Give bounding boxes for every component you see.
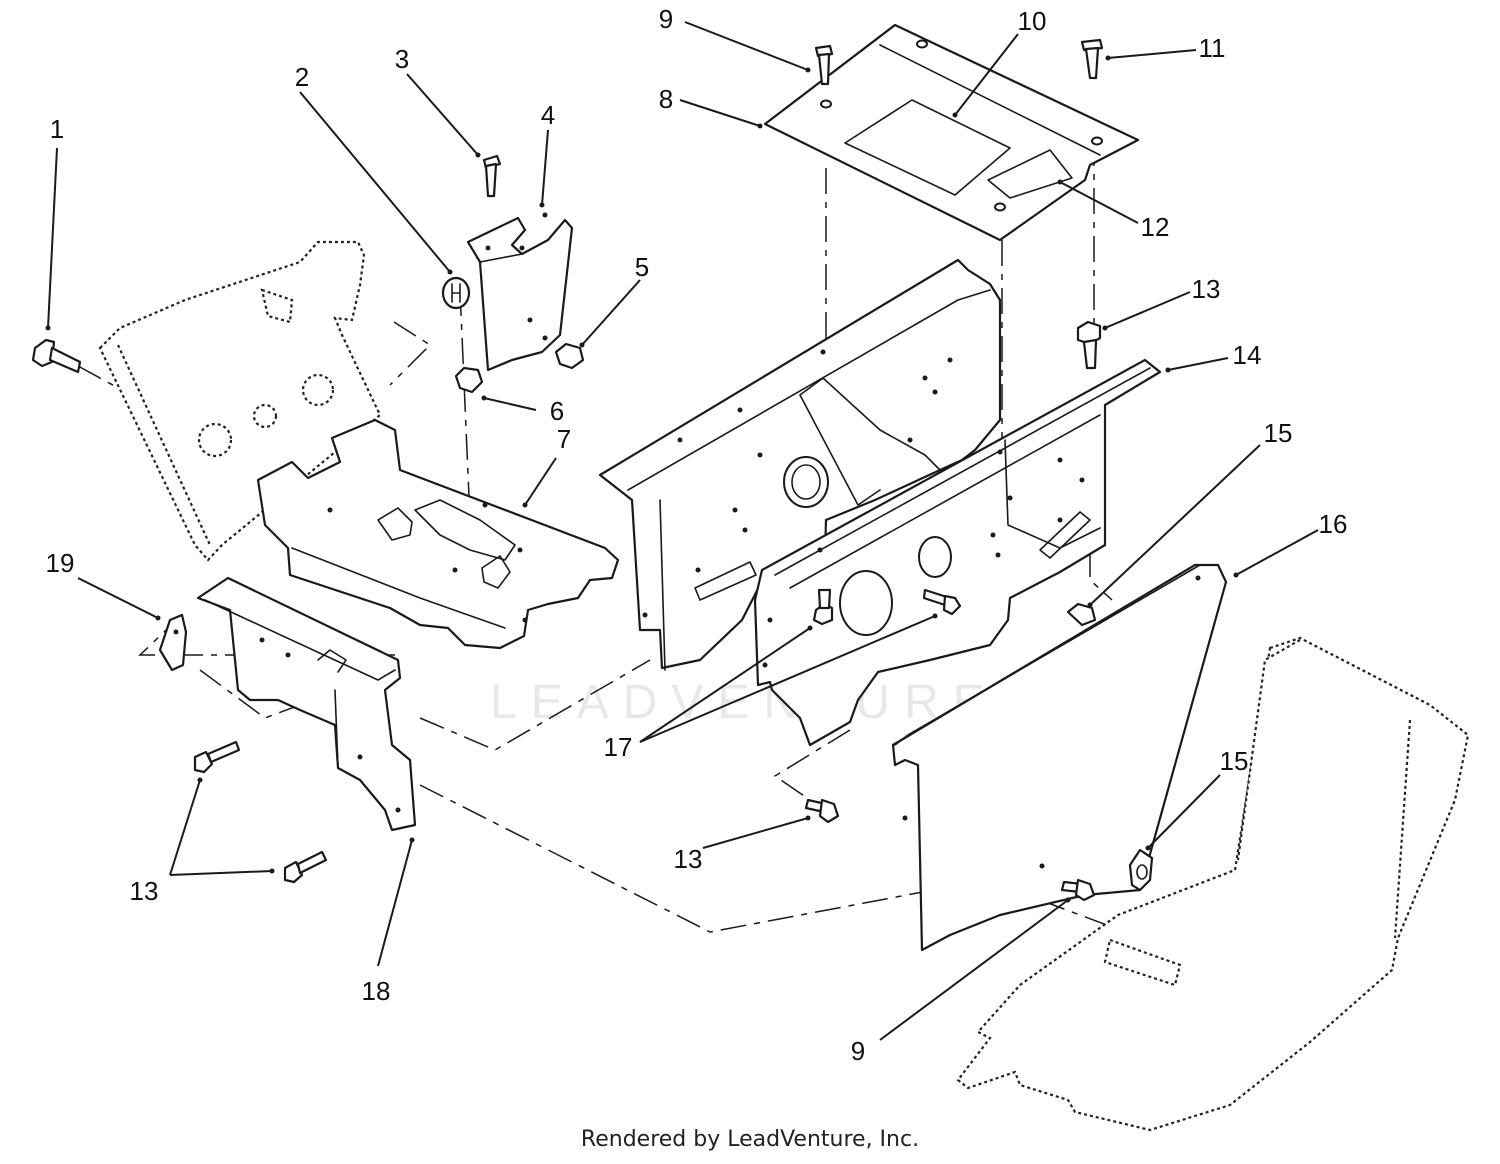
part-19-clip	[158, 613, 188, 672]
callout-12: 12	[1141, 212, 1170, 242]
callout-17: 17	[604, 732, 633, 762]
callout-labels: 1 2 3 4 5 6 7 8 9 10 11 12 13 14 15 16 1…	[46, 4, 1348, 1066]
callout-4: 4	[541, 100, 555, 130]
base-plate-slot	[414, 499, 516, 561]
part-8-cover-plate	[763, 23, 1140, 242]
part-4-bracket	[466, 212, 574, 372]
part-9-screw-upper	[814, 44, 834, 86]
callout-13-lower: 13	[130, 876, 159, 906]
ghost-edge	[1236, 639, 1301, 861]
footer-credit: Rendered by LeadVenture, Inc.	[580, 1127, 920, 1152]
part-17-bolt-right	[922, 588, 962, 616]
part-15-clip-lower	[1128, 848, 1154, 892]
callout-1: 1	[50, 114, 64, 144]
callout-16: 16	[1319, 509, 1348, 539]
ghost-side-plate-right	[956, 636, 1470, 1132]
ghost-edge	[1393, 719, 1412, 939]
fasteners	[31, 38, 1104, 902]
alignment-line	[1089, 455, 1113, 601]
base-plate-tab	[481, 555, 511, 589]
part-15-clip-upper	[1066, 602, 1097, 627]
callout-7: 7	[557, 424, 571, 454]
callout-11: 11	[1199, 33, 1226, 63]
part-1-bolt	[31, 338, 82, 374]
watermark-text: LEADVENTURE	[490, 676, 999, 729]
callout-13-upper: 13	[1192, 274, 1221, 304]
part-11-screw	[1080, 38, 1104, 80]
alignment-line	[419, 659, 651, 751]
ghost-hole	[197, 422, 233, 458]
callout-15-lower: 15	[1220, 746, 1249, 776]
callout-8: 8	[659, 84, 673, 114]
ghost-edge	[117, 344, 211, 546]
callout-5: 5	[635, 252, 649, 282]
callout-9-lower: 9	[851, 1036, 865, 1066]
alignment-line	[773, 729, 851, 801]
leader-lines	[45, 21, 1319, 1041]
callout-13-middle: 13	[674, 844, 703, 874]
part-2-plug	[441, 276, 471, 310]
part-5-nut	[554, 342, 585, 370]
callout-15-upper: 15	[1264, 418, 1293, 448]
part-13-bolt-upper	[1076, 320, 1102, 370]
part-13-bolt-lower-a	[193, 740, 241, 774]
callout-2: 2	[295, 62, 309, 92]
ghost-hole	[252, 403, 278, 429]
ghost-seat-panel-left	[98, 240, 382, 562]
ghost-hole	[301, 373, 335, 407]
label-10	[844, 99, 1011, 196]
part-6-nut	[454, 366, 484, 394]
callout-3: 3	[395, 44, 409, 74]
label-12	[987, 149, 1073, 199]
part-3-screw	[482, 154, 502, 198]
main-frame	[598, 258, 1002, 671]
alignment-line	[459, 289, 471, 521]
callout-18: 18	[362, 976, 391, 1006]
watermark: LEADVENTURE	[490, 676, 999, 729]
part-17-bolt-left	[812, 588, 834, 626]
callout-10: 10	[1018, 6, 1047, 36]
part-9-screw-lower	[1060, 878, 1096, 902]
part-7-base-plate	[256, 418, 620, 650]
ghost-cutout	[1103, 938, 1182, 987]
callout-19: 19	[46, 548, 75, 578]
part-13-bolt-lower-b	[283, 850, 328, 884]
part-13-bolt-middle	[804, 798, 840, 824]
alignment-line	[389, 321, 432, 386]
base-plate-tab	[377, 507, 413, 541]
callout-9-upper: 9	[659, 4, 673, 34]
part-18-lower-bracket	[196, 576, 417, 832]
callout-6: 6	[550, 396, 564, 426]
callout-14: 14	[1233, 340, 1262, 370]
ghost-cutout	[260, 288, 294, 324]
